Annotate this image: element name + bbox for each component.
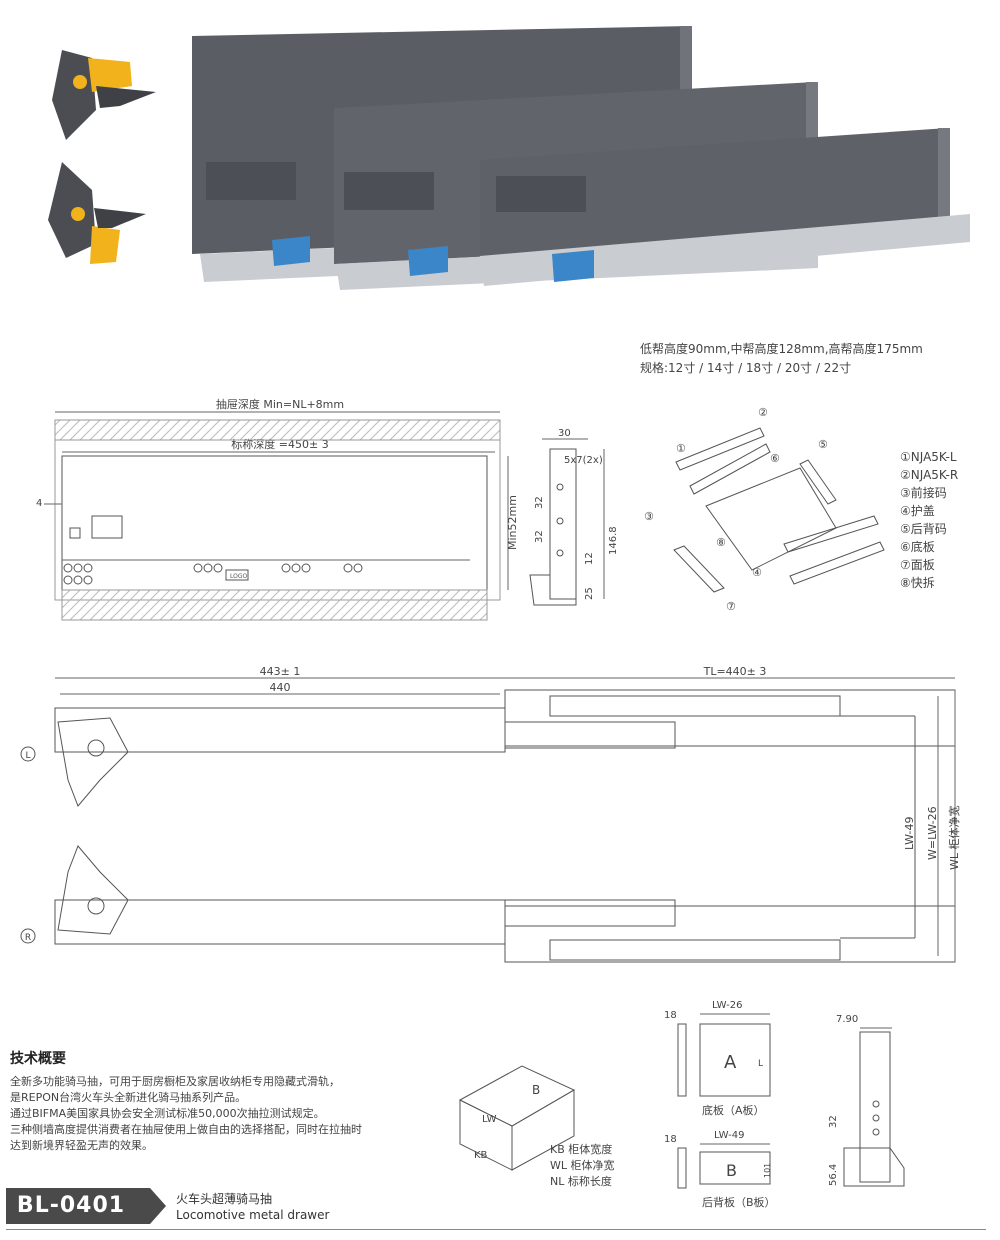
product-name-cn: 火车头超薄骑马抽 bbox=[176, 1192, 273, 1206]
legend-text: 柜体宽度 bbox=[568, 1143, 613, 1156]
box-legend-row: WL 柜体净宽 bbox=[550, 1158, 615, 1174]
panel-a-letter: A bbox=[724, 1052, 737, 1073]
panel-a-caption: 底板（A板） bbox=[702, 1103, 765, 1117]
box-legend-row: KB 柜体宽度 bbox=[550, 1142, 615, 1158]
profile-w30: 30 bbox=[558, 428, 571, 439]
side-view-drawing: 抽屉深度 Min=NL+8mm 标称深度 =450± 3 4 LOGO Min5… bbox=[36, 397, 519, 621]
height-min-label: Min52mm bbox=[506, 495, 519, 550]
len-440: 440 bbox=[270, 681, 291, 694]
callout-2a: ② bbox=[758, 406, 768, 419]
right-marker: R bbox=[25, 933, 31, 943]
profile-d25: 25 bbox=[584, 587, 595, 600]
badge-arrow-icon bbox=[136, 1188, 166, 1224]
bottom-divider bbox=[6, 1229, 986, 1230]
exploded-view: ① ② ③ ④ ⑤ ⑥ ⑦ ⑧ bbox=[644, 406, 885, 613]
panel-b-caption: 后背板（B板） bbox=[702, 1195, 776, 1209]
panel-diagrams: 18 LW-26 A L 底板（A板） 18 LW-49 B 101 后背板（B… bbox=[664, 1000, 776, 1209]
panel-b-thickness: 18 bbox=[664, 1134, 677, 1145]
section-d790: 7.90 bbox=[836, 1014, 858, 1025]
dim-wl: WL 柜体净宽 bbox=[947, 805, 961, 870]
profile-drawing: 30 5x7(2x) 32 32 12 25 146.8 bbox=[529, 428, 619, 606]
exploded-legend: ①NJA5K-L ②NJA5K-R ③前接码 ④护盖 ⑤后背码 ⑥底板 ⑦面板 … bbox=[900, 448, 958, 592]
box-legend-row: NL 标称长度 bbox=[550, 1174, 615, 1190]
legend-item: ②NJA5K-R bbox=[900, 468, 959, 482]
len-tl: TL=440± 3 bbox=[703, 665, 767, 678]
legend-item: ④护盖 bbox=[900, 504, 935, 518]
box-lw: LW bbox=[482, 1114, 497, 1125]
callout-7: ⑦ bbox=[726, 600, 736, 613]
panel-b-letter: B bbox=[726, 1161, 737, 1180]
tech-title: 技术概要 bbox=[10, 1051, 66, 1067]
tech-line: 三种侧墙高度提供消费者在抽屉使用上做自由的选择搭配，同时在拉抽时 bbox=[10, 1123, 362, 1136]
tech-line: 是REPON台湾火车头全新进化骑马抽系列产品。 bbox=[10, 1091, 247, 1104]
legend-code: KB bbox=[550, 1143, 565, 1156]
nominal-depth-label: 标称深度 =450± 3 bbox=[231, 437, 328, 451]
logo-mark: LOGO bbox=[230, 573, 248, 580]
legend-item: ⑤后背码 bbox=[900, 522, 947, 536]
box-legend: KB 柜体宽度 WL 柜体净宽 NL 标称长度 bbox=[550, 1142, 615, 1190]
len-443: 443± 1 bbox=[260, 665, 301, 678]
legend-code: WL bbox=[550, 1159, 568, 1172]
legend-item: ⑦面板 bbox=[900, 558, 935, 572]
callout-3a: ③ bbox=[644, 510, 654, 523]
offset-4-label: 4 bbox=[36, 498, 42, 509]
legend-text: 标称长度 bbox=[567, 1175, 612, 1188]
product-name-en: Locomotive metal drawer bbox=[176, 1208, 330, 1222]
legend-code: NL bbox=[550, 1175, 565, 1188]
legend-item: ⑥底板 bbox=[900, 540, 935, 554]
profile-d12: 12 bbox=[584, 552, 595, 565]
panel-a-thickness: 18 bbox=[664, 1010, 677, 1021]
panel-b-height: 101 bbox=[763, 1163, 772, 1178]
dim-w-lw26: W=LW-26 bbox=[926, 806, 939, 860]
model-badge: BL-0401 bbox=[6, 1188, 136, 1224]
section-drawing: 7.90 32 56.4 bbox=[828, 1014, 905, 1187]
profile-d32a: 32 bbox=[534, 496, 545, 509]
clip-icon-top bbox=[52, 50, 156, 140]
tech-line: 通过BIFMA美国家具协会安全测试标准50,000次抽拉测试规定。 bbox=[10, 1107, 325, 1120]
panel-a-side: L bbox=[758, 1059, 763, 1069]
legend-item: ①NJA5K-L bbox=[900, 450, 957, 464]
legend-item: ③前接码 bbox=[900, 486, 947, 500]
section-d32: 32 bbox=[828, 1115, 839, 1128]
profile-holes: 5x7(2x) bbox=[564, 455, 603, 466]
box-kb: KB bbox=[474, 1150, 488, 1161]
tech-description: 全新多功能骑马抽，可用于厨房橱柜及家居收纳柜专用隐藏式滑轨， 是REPON台湾火… bbox=[10, 1074, 430, 1154]
spec-heights: 低帮高度90mm,中帮高度128mm,高帮高度175mm bbox=[640, 342, 923, 356]
spec-sizes: 规格:12寸 / 14寸 / 18寸 / 20寸 / 22寸 bbox=[640, 361, 852, 375]
clip-icon-bottom bbox=[48, 162, 146, 264]
tech-line: 全新多功能骑马抽，可用于厨房橱柜及家居收纳柜专用隐藏式滑轨， bbox=[10, 1075, 340, 1088]
panel-b-width: LW-49 bbox=[714, 1130, 744, 1141]
panel-a-width: LW-26 bbox=[712, 1000, 742, 1011]
drawer-low bbox=[480, 128, 970, 286]
section-d564: 56.4 bbox=[828, 1164, 839, 1186]
callout-6: ⑥ bbox=[770, 452, 780, 465]
cabinet-box-diagram: B LW KB bbox=[458, 1065, 576, 1171]
top-view-drawing: 443± 1 440 TL=440± 3 LW-49 W=LW-26 WL 柜体… bbox=[20, 665, 961, 963]
dim-lw49: LW-49 bbox=[903, 816, 916, 850]
profile-h146: 146.8 bbox=[608, 526, 619, 555]
product-illustration bbox=[48, 26, 970, 290]
callout-1a: ① bbox=[676, 442, 686, 455]
left-marker: L bbox=[25, 751, 30, 761]
profile-d32b: 32 bbox=[534, 530, 545, 543]
callout-4: ④ bbox=[752, 566, 762, 579]
callout-5: ⑤ bbox=[818, 438, 828, 451]
legend-item: ⑧快拆 bbox=[900, 576, 935, 590]
callout-8: ⑧ bbox=[716, 536, 726, 549]
drawer-depth-label: 抽屉深度 Min=NL+8mm bbox=[216, 397, 344, 411]
box-b: B bbox=[532, 1083, 540, 1097]
legend-text: 柜体净宽 bbox=[570, 1159, 615, 1172]
tech-line: 达到新境界轻盈无声的效果。 bbox=[10, 1139, 153, 1152]
spec-block: 低帮高度90mm,中帮高度128mm,高帮高度175mm 规格:12寸 / 14… bbox=[640, 340, 980, 378]
